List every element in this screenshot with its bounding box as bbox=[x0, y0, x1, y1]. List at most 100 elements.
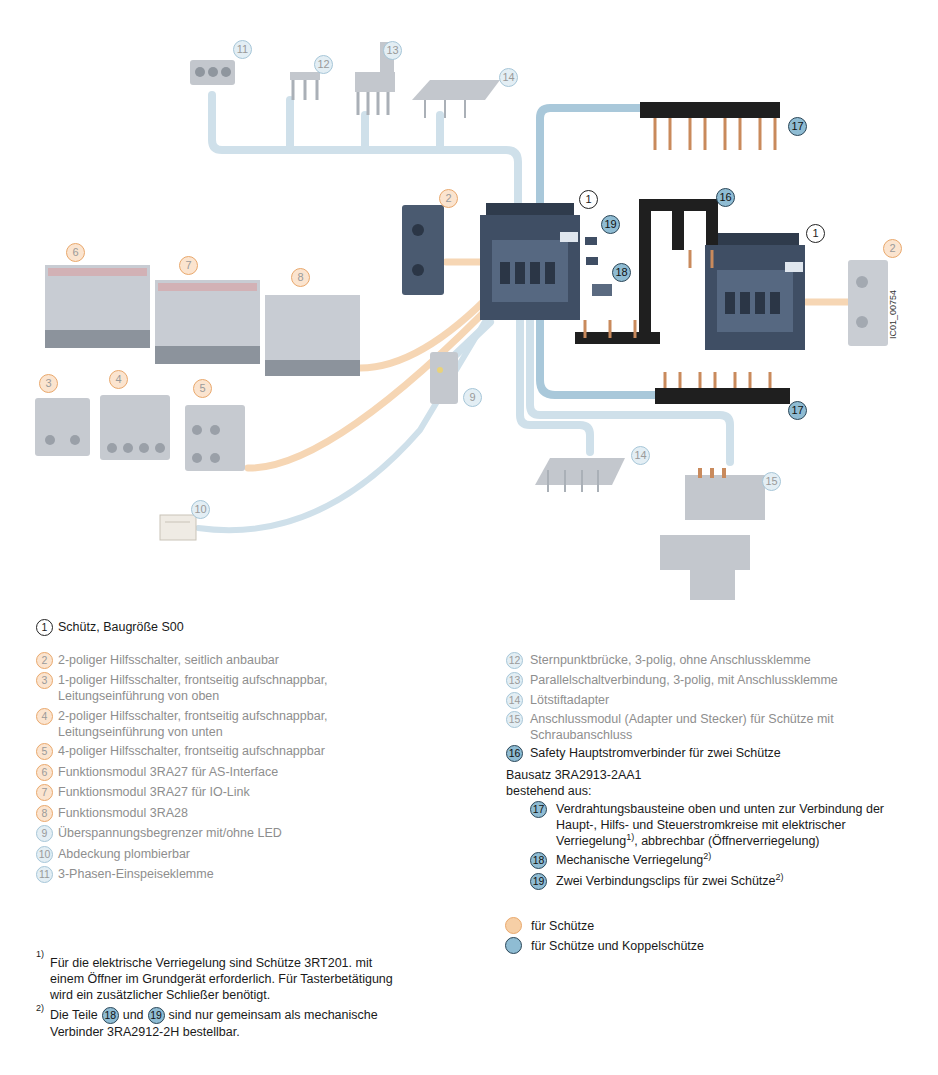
callout-number: 12 bbox=[314, 55, 333, 74]
accessory-part bbox=[690, 565, 735, 600]
callout-number: 19 bbox=[601, 215, 620, 234]
interlock-part bbox=[585, 237, 597, 245]
surge-suppressor-part bbox=[437, 367, 443, 373]
function-module-part bbox=[45, 330, 150, 348]
safety-connector-part bbox=[575, 332, 660, 344]
label-group: 2 bbox=[883, 239, 902, 258]
wiring-module-part bbox=[640, 102, 780, 118]
label-group: 1 bbox=[579, 190, 598, 209]
label-group: 1-poliger Hilfsschalter, frontseitig auf… bbox=[58, 672, 350, 704]
light-path bbox=[198, 95, 730, 530]
callout-number: 7 bbox=[36, 784, 53, 801]
description-text: Abdeckung plombierbar bbox=[58, 847, 190, 861]
accessory-part bbox=[412, 80, 500, 100]
footnote-mark: 2) bbox=[703, 851, 711, 861]
label-group: 17 bbox=[788, 401, 807, 420]
callout-number: 11 bbox=[233, 40, 252, 59]
description-text: Die Teile bbox=[50, 1008, 98, 1022]
description-text: und bbox=[123, 1008, 144, 1022]
callout-number: 2 bbox=[883, 239, 902, 258]
callout-number: 9 bbox=[463, 388, 482, 407]
label-group: 1) bbox=[36, 950, 44, 966]
aux-switch-part bbox=[123, 443, 133, 453]
description-text: Funktionsmodul 3RA27 für IO-Link bbox=[58, 785, 250, 799]
callout-number: 1 bbox=[579, 190, 598, 209]
label-group: 5 bbox=[36, 743, 53, 760]
description-text: , abbrechbar (Öffnerverriegelung) bbox=[634, 834, 819, 848]
contactor-part bbox=[515, 262, 525, 284]
accessory-part bbox=[221, 67, 231, 77]
description-text: Bausatz 3RA2913-2AA1 bestehend aus: bbox=[506, 768, 642, 798]
label-group: 9 bbox=[463, 388, 482, 407]
accessory bbox=[190, 42, 765, 600]
callout-number: 14 bbox=[631, 446, 650, 465]
legend-swatch bbox=[505, 937, 522, 954]
description-text: Für die elektrische Verriegelung sind Sc… bbox=[50, 956, 393, 1002]
accessory-part bbox=[425, 100, 465, 118]
callout-number: 2 bbox=[439, 189, 458, 208]
description-text: Anschlussmodul (Adapter und Stecker) für… bbox=[530, 712, 834, 742]
callout-number: 14 bbox=[499, 68, 518, 87]
label-group: 7 bbox=[36, 784, 53, 801]
light-path-part bbox=[212, 95, 518, 215]
label-group: 16 bbox=[716, 188, 735, 207]
label-group: 3 bbox=[39, 374, 58, 393]
label-group: 15 bbox=[762, 472, 781, 491]
accessory-part bbox=[208, 67, 218, 77]
label-group: 2-poliger Hilfsschalter, frontseitig auf… bbox=[58, 708, 350, 740]
label-group: 3-Phasen-Einspeiseklemme bbox=[58, 866, 458, 882]
label-group: 12 bbox=[506, 652, 523, 669]
callout-number: 16 bbox=[506, 745, 523, 762]
label-group: Für die elektrische Verriegelung sind Sc… bbox=[50, 955, 400, 1003]
accessory-part bbox=[293, 80, 317, 100]
legend-swatch bbox=[505, 917, 522, 934]
contactor-part bbox=[725, 292, 735, 314]
description-text: Überspannungsbegrenzer mit/ohne LED bbox=[58, 826, 282, 840]
accessory-part bbox=[685, 475, 765, 520]
aux-switch-part bbox=[848, 260, 888, 346]
description-text: Lötstiftadapter bbox=[530, 693, 609, 707]
contactor bbox=[705, 233, 805, 350]
callout-number: 6 bbox=[66, 243, 85, 262]
wiring-module-part bbox=[655, 118, 775, 150]
label-group: Anschlussmodul (Adapter und Stecker) für… bbox=[530, 711, 836, 743]
safety-connector-part bbox=[672, 205, 684, 250]
callout-number: 12 bbox=[506, 652, 523, 669]
aux-switch-part bbox=[70, 435, 80, 445]
legend-text: für Schütze bbox=[531, 918, 594, 934]
callout-number: 2 bbox=[36, 652, 53, 669]
label-group: Funktionsmodul 3RA28 bbox=[58, 805, 458, 821]
callout-number: 13 bbox=[506, 672, 523, 689]
label-group: 16 bbox=[506, 745, 523, 762]
label-group: 2) bbox=[36, 1004, 44, 1020]
label-group: Zwei Verbindungsclips für zwei Schütze2) bbox=[556, 873, 891, 889]
copper-pins-part bbox=[609, 320, 612, 338]
aux-switch-part bbox=[139, 443, 149, 453]
aux-switch-part bbox=[856, 316, 868, 328]
aux-switch-part bbox=[412, 264, 424, 276]
label-group: 14 bbox=[499, 68, 518, 87]
callout-number: 13 bbox=[383, 41, 402, 60]
aux-switch-part bbox=[45, 435, 55, 445]
interlock bbox=[585, 237, 612, 296]
function-module-part bbox=[48, 268, 147, 276]
aux-switch-part bbox=[155, 443, 165, 453]
label-group: 2 bbox=[36, 652, 53, 669]
label-group: 1 bbox=[36, 619, 53, 636]
orange-path-part bbox=[360, 290, 495, 368]
safety-connector-part bbox=[645, 205, 712, 335]
label-group: IC01_00754 bbox=[884, 290, 901, 339]
safety-connector bbox=[575, 205, 712, 338]
cover-part bbox=[160, 515, 196, 540]
orange-path-part bbox=[248, 296, 500, 468]
accessory-part bbox=[660, 535, 750, 570]
label-group: 4 bbox=[36, 708, 53, 725]
callout-number: 15 bbox=[762, 472, 781, 491]
description-text: 1-poliger Hilfsschalter, frontseitig auf… bbox=[58, 673, 328, 703]
description-text: Funktionsmodul 3RA27 für AS-Interface bbox=[58, 765, 278, 779]
description-text: Sternpunktbrücke, 3-polig, ohne Anschlus… bbox=[530, 653, 811, 667]
legend-text: für Schütze und Koppelschütze bbox=[531, 938, 704, 954]
copper-pins-part bbox=[584, 320, 587, 338]
footnote-mark: 2) bbox=[36, 1003, 44, 1013]
description-text: Parallelschaltverbindung, 3-polig, mit A… bbox=[530, 673, 838, 687]
